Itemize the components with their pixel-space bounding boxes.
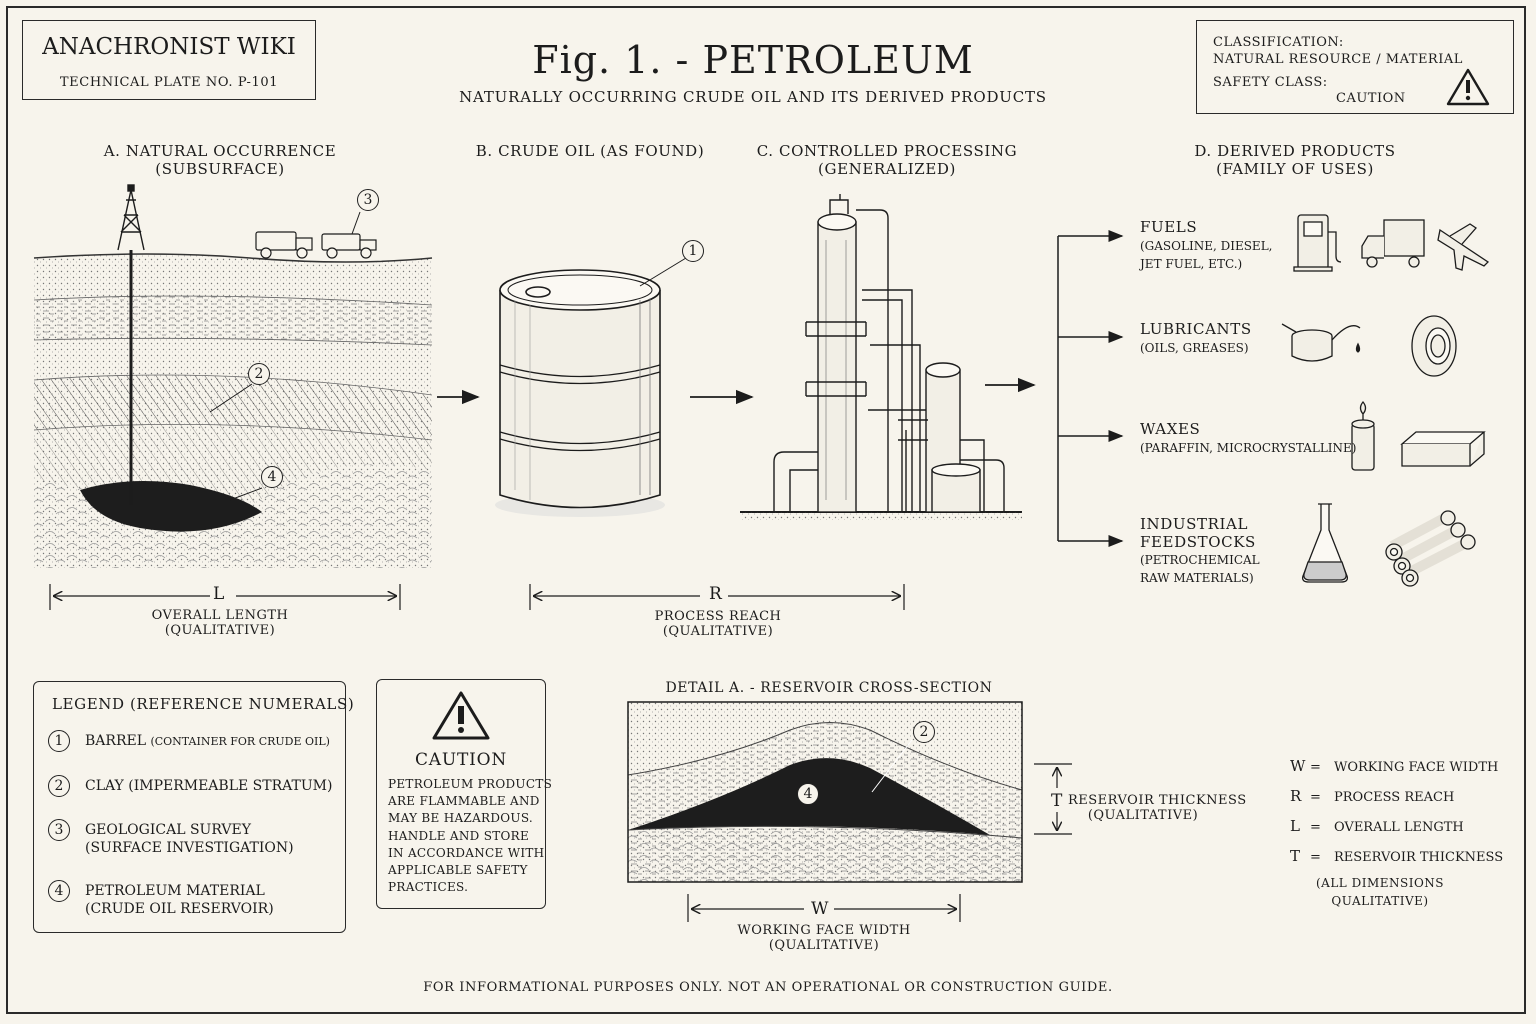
plate-frame bbox=[6, 6, 1526, 1014]
truck-icon bbox=[1361, 219, 1425, 268]
legend-num-4: 4 bbox=[48, 880, 70, 902]
pipes-icon bbox=[1385, 510, 1476, 587]
subsurface-section-drawing bbox=[33, 184, 433, 568]
product-fuels: FUELS (GASOLINE, DIESEL, JET FUEL, ETC.) bbox=[1140, 218, 1273, 271]
callout-4: 4 bbox=[261, 466, 283, 488]
product-feedstocks: INDUSTRIAL FEEDSTOCKS (PETROCHEMICAL RAW… bbox=[1140, 515, 1260, 585]
bearing-icon bbox=[1411, 315, 1457, 377]
caution-triangle-icon bbox=[432, 691, 490, 740]
figure-title: Fig. 1. - PETROLEUM bbox=[532, 38, 974, 82]
key-row-l: L=OVERALL LENGTH bbox=[1290, 817, 1464, 835]
legend-item-4: PETROLEUM MATERIAL(CRUDE OIL RESERVOIR) bbox=[85, 883, 274, 917]
detail-callout-2: 2 bbox=[913, 721, 935, 743]
legend-item-1: BARREL (CONTAINER FOR CRUDE OIL) bbox=[85, 733, 330, 749]
legend-box bbox=[33, 681, 346, 933]
classification-box bbox=[1196, 20, 1514, 114]
product-lubricants: LUBRICANTS (OILS, GREASES) bbox=[1140, 320, 1252, 355]
panel-a-title: A. NATURAL OCCURRENCE(SUBSURFACE) bbox=[103, 142, 337, 178]
dim-l-label: OVERALL LENGTH(QUALITATIVE) bbox=[151, 608, 289, 638]
panel-b-title: B. CRUDE OIL (AS FOUND) bbox=[475, 142, 705, 160]
dimension-key: W=WORKING FACE WIDTH R=PROCESS REACH L=O… bbox=[1290, 752, 1503, 872]
panel-c-title: C. CONTROLLED PROCESSING(GENERALIZED) bbox=[756, 142, 1018, 178]
detail-title: DETAIL A. - RESERVOIR CROSS-SECTION bbox=[665, 680, 993, 696]
safety-class-label: SAFETY CLASS: bbox=[1213, 75, 1328, 90]
legend-title: LEGEND (REFERENCE NUMERALS) bbox=[52, 695, 355, 713]
detail-callout-4: 4 bbox=[797, 783, 819, 805]
dim-w-label: WORKING FACE WIDTH(QUALITATIVE) bbox=[737, 923, 911, 953]
footer-disclaimer: FOR INFORMATIONAL PURPOSES ONLY. NOT AN … bbox=[423, 980, 1113, 995]
airplane-icon bbox=[1437, 223, 1490, 271]
candle-icon bbox=[1351, 400, 1375, 471]
callout-2: 2 bbox=[248, 363, 270, 385]
dim-t-letter: T bbox=[1051, 791, 1063, 811]
key-row-t: T=RESERVOIR THICKNESS bbox=[1290, 847, 1504, 865]
legend-item-3: GEOLOGICAL SURVEY(SURFACE INVESTIGATION) bbox=[85, 822, 294, 856]
refinery-drawing bbox=[740, 194, 1022, 520]
warning-triangle-icon bbox=[1446, 68, 1490, 106]
dim-w-letter: W bbox=[811, 899, 829, 919]
callout-1: 1 bbox=[682, 240, 704, 262]
key-row-r: R=PROCESS REACH bbox=[1290, 787, 1455, 805]
survey-vehicles-icon bbox=[255, 231, 377, 259]
legend-item-2: CLAY (IMPERMEABLE STRATUM) bbox=[85, 778, 333, 794]
product-waxes: WAXES (PARAFFIN, MICROCRYSTALLINE) bbox=[1140, 420, 1357, 455]
barrel-drawing bbox=[495, 257, 687, 517]
figure-subtitle: NATURALLY OCCURRING CRUDE OIL AND ITS DE… bbox=[459, 88, 1047, 106]
legend-num-2: 2 bbox=[48, 775, 70, 797]
dim-l-letter: L bbox=[213, 584, 225, 604]
wiki-title: ANACHRONIST WIKI bbox=[42, 34, 296, 60]
classification-value: NATURAL RESOURCE / MATERIAL bbox=[1213, 52, 1463, 67]
products-bracket bbox=[1057, 230, 1124, 547]
callout-3: 3 bbox=[357, 189, 379, 211]
key-row-w: W=WORKING FACE WIDTH bbox=[1290, 757, 1499, 775]
classification-label: CLASSIFICATION: bbox=[1213, 35, 1344, 50]
plate-number: TECHNICAL PLATE NO. P-101 bbox=[59, 75, 279, 90]
panel-d-title: D. DERIVED PRODUCTS(FAMILY OF USES) bbox=[1194, 142, 1396, 178]
safety-class-value: CAUTION bbox=[1336, 91, 1406, 106]
dim-r-label: PROCESS REACH(QUALITATIVE) bbox=[654, 609, 782, 639]
flask-icon bbox=[1301, 503, 1349, 583]
legend-num-1: 1 bbox=[48, 730, 70, 752]
oil-reservoir-shape bbox=[80, 481, 262, 532]
legend-num-3: 3 bbox=[48, 819, 70, 841]
fuel-pump-icon bbox=[1293, 214, 1342, 272]
oil-derrick-icon bbox=[117, 184, 145, 505]
detail-cross-section bbox=[627, 701, 1023, 883]
caution-box bbox=[376, 679, 546, 909]
wax-block-icon bbox=[1400, 431, 1486, 467]
dim-r-letter: R bbox=[709, 584, 722, 604]
dim-t-label: RESERVOIR THICKNESS(QUALITATIVE) bbox=[1068, 793, 1247, 823]
oil-can-icon bbox=[1281, 323, 1361, 362]
caution-title: CAUTION bbox=[414, 750, 508, 770]
wiki-title-box bbox=[22, 20, 316, 100]
